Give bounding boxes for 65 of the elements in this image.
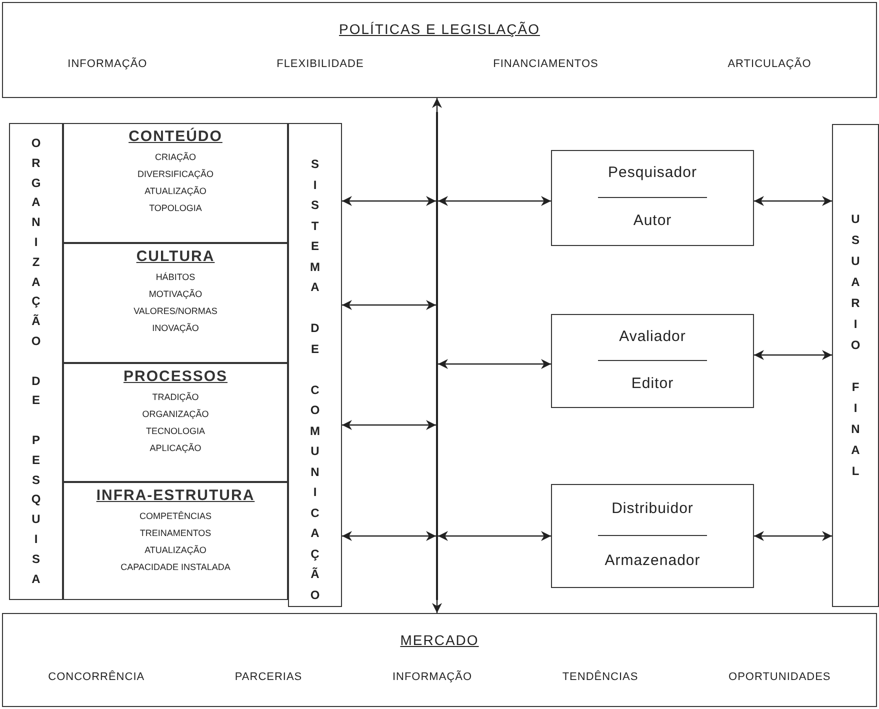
- role-box: [551, 484, 754, 588]
- double-arrow: [342, 531, 436, 541]
- vertical-label: USUARIO FINAL: [850, 211, 862, 480]
- factor-label: TENDÊNCIAS: [562, 671, 638, 683]
- role-title: Armazenador: [604, 552, 702, 569]
- factor-label: OPORTUNIDADES: [728, 671, 831, 683]
- panel-heading: MERCADO: [399, 632, 480, 648]
- factor-label: INFORMAÇÃO: [392, 671, 472, 683]
- category-heading: CULTURA: [136, 248, 215, 265]
- double-arrow: [754, 350, 832, 360]
- factor-label: CRIAÇÃO: [154, 151, 196, 164]
- double-arrow: [754, 531, 832, 541]
- double-arrow: [438, 531, 551, 541]
- factor-label: ARTICULAÇÃO: [728, 58, 812, 70]
- factor-label: FINANCIAMENTOS: [493, 58, 598, 70]
- category-box: [63, 363, 288, 482]
- category-box: [63, 243, 288, 363]
- vertical-label: ORGANIZAÇÃO DE PESQUISA: [30, 135, 42, 588]
- role-box: [551, 150, 754, 246]
- role-title: Pesquisador: [607, 164, 698, 182]
- policy-panel: [2, 2, 877, 98]
- double-arrow: [342, 420, 436, 430]
- market-panel: [2, 613, 877, 707]
- double-arrow: [342, 300, 436, 310]
- communication-column: [288, 123, 342, 607]
- double-arrow: [438, 359, 551, 369]
- factor-label: PARCERIAS: [234, 671, 302, 683]
- factor-label: INOVAÇÃO: [152, 322, 199, 335]
- factor-label: COMPETÊNCIAS: [139, 510, 212, 523]
- factor-label: TRADIÇÃO: [152, 391, 199, 404]
- double-arrow: [438, 196, 551, 206]
- arrow: [432, 600, 442, 613]
- factor-label: TREINAMENTOS: [140, 527, 212, 540]
- factor-label: DIVERSIFICAÇÃO: [137, 168, 214, 181]
- double-arrow: [754, 196, 832, 206]
- factor-label: INFORMAÇÃO: [68, 58, 148, 70]
- factor-label: CONCORRÊNCIA: [48, 671, 145, 683]
- bus-line: [436, 112, 438, 600]
- factor-label: APLICAÇÃO: [150, 442, 202, 455]
- double-arrow: [342, 196, 436, 206]
- category-heading: CONTEÚDO: [128, 128, 222, 145]
- category-box: [63, 482, 288, 600]
- factor-label: HÁBITOS: [156, 271, 196, 284]
- factor-label: CAPACIDADE INSTALADA: [120, 561, 230, 574]
- factor-label: TOPOLOGIA: [149, 202, 202, 215]
- user-column: [832, 124, 879, 607]
- factor-label: MOTIVAÇÃO: [148, 288, 202, 301]
- role-title: Avaliador: [618, 328, 687, 346]
- category-box: [63, 123, 288, 243]
- vertical-label: SISTEMA DE COMUNICAÇÃO: [309, 156, 321, 604]
- role-title: Autor: [632, 212, 673, 230]
- role-title: Distribuidor: [610, 500, 694, 517]
- role-box: [551, 314, 754, 408]
- category-heading: INFRA-ESTRUTURA: [96, 487, 255, 504]
- factor-label: ATUALIZAÇÃO: [144, 185, 206, 198]
- factor-label: FLEXIBILIDADE: [276, 58, 364, 70]
- factor-label: ATUALIZAÇÃO: [144, 544, 206, 557]
- panel-heading: POLÍTICAS E LEGISLAÇÃO: [338, 21, 541, 37]
- factor-label: VALORES/NORMAS: [134, 305, 218, 318]
- arrow: [432, 98, 442, 112]
- category-heading: PROCESSOS: [123, 368, 228, 385]
- organization-column: [9, 123, 63, 600]
- factor-label: TECNOLOGIA: [146, 425, 205, 438]
- factor-label: ORGANIZAÇÃO: [142, 408, 209, 421]
- role-title: Editor: [630, 375, 675, 392]
